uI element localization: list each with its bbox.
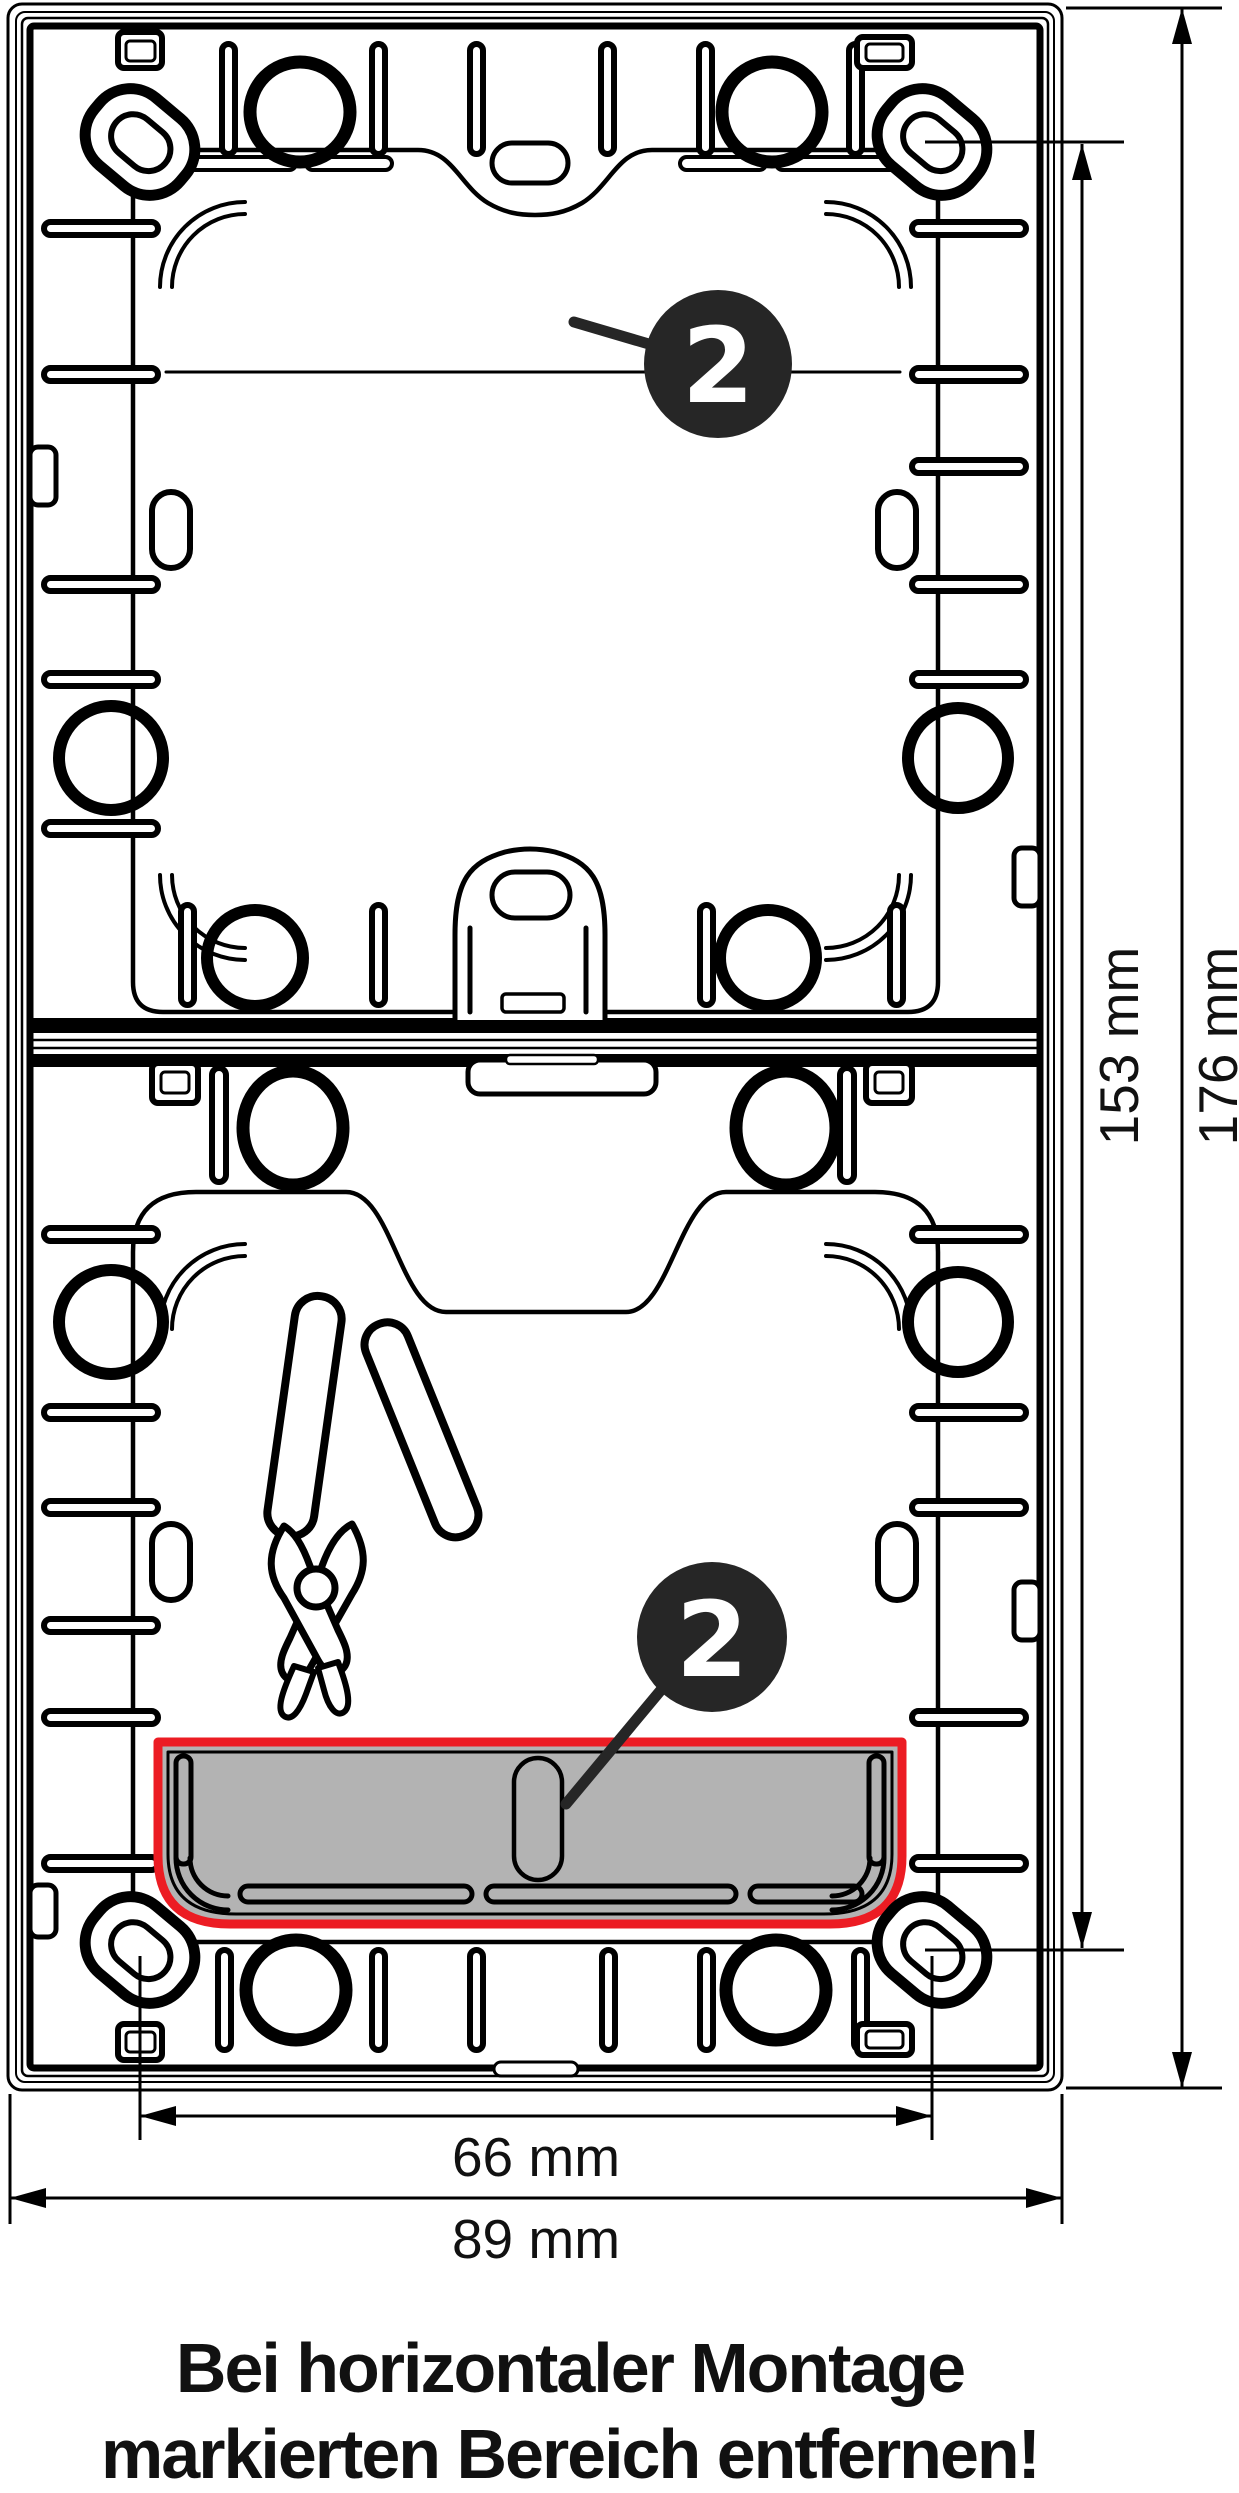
lower-section xyxy=(27,1053,1043,2063)
dimension-height-inner: 153 mm xyxy=(925,140,1150,1952)
box-frame xyxy=(6,2,1064,2092)
upper-centre-bridge xyxy=(452,846,608,1023)
marked-area-outline xyxy=(153,1737,907,1929)
lower-bottom-strip xyxy=(115,1933,915,2063)
callout-bottom-number: 2 xyxy=(676,1579,748,1701)
lower-cable-entry-slot xyxy=(511,1755,565,1883)
dim-label-153mm: 153 mm xyxy=(1088,947,1150,1146)
frame-bottom-notch xyxy=(492,2060,580,2078)
caption-line-2: markierten Bereich entfernen! xyxy=(101,2415,1039,2493)
callout-top-number: 2 xyxy=(682,305,754,427)
caption-line-1: Bei horizontaler Montage xyxy=(176,2329,964,2407)
dimension-width-inner: 66 mm xyxy=(138,1956,934,2188)
upper-knockout-circle-right xyxy=(715,55,829,169)
marked-area xyxy=(153,1737,907,1929)
lower-right-wall xyxy=(875,1225,1043,1873)
lower-left-wall xyxy=(27,1225,193,1940)
dim-label-89mm: 89 mm xyxy=(452,2208,620,2270)
lower-top-strip xyxy=(149,1053,915,1192)
upper-floor-outline xyxy=(130,147,941,1015)
dimension-height-overall: 176 mm xyxy=(1066,6,1239,2090)
callout-top: 2 xyxy=(568,290,792,438)
callout-top-badge xyxy=(644,290,792,438)
dimension-width-overall: 89 mm xyxy=(8,2094,1064,2270)
callout-bottom-leader xyxy=(560,1678,672,1810)
upper-top-strip-slots xyxy=(219,41,865,157)
upper-cable-entry-slot xyxy=(489,140,571,186)
upper-bottom-strip xyxy=(178,902,906,1012)
upper-left-wall xyxy=(27,219,193,838)
screw-hole-top-left xyxy=(69,72,211,211)
section-divider xyxy=(31,1018,1039,1067)
upper-corner-tabs xyxy=(115,29,915,71)
upper-section xyxy=(27,29,1043,1023)
dim-label-66mm: 66 mm xyxy=(452,2126,620,2188)
callout-bottom: 2 xyxy=(560,1562,787,1810)
dim-label-176mm: 176 mm xyxy=(1187,947,1239,1146)
marked-area-slots xyxy=(173,1753,887,1913)
upper-knockout-circle-left xyxy=(243,55,357,169)
pliers-icon xyxy=(263,1291,483,1721)
upper-right-wall xyxy=(875,219,1043,909)
upper-corner-arcs xyxy=(158,200,913,962)
callout-bottom-badge xyxy=(637,1562,787,1712)
lower-corner-arcs xyxy=(158,1242,913,1331)
